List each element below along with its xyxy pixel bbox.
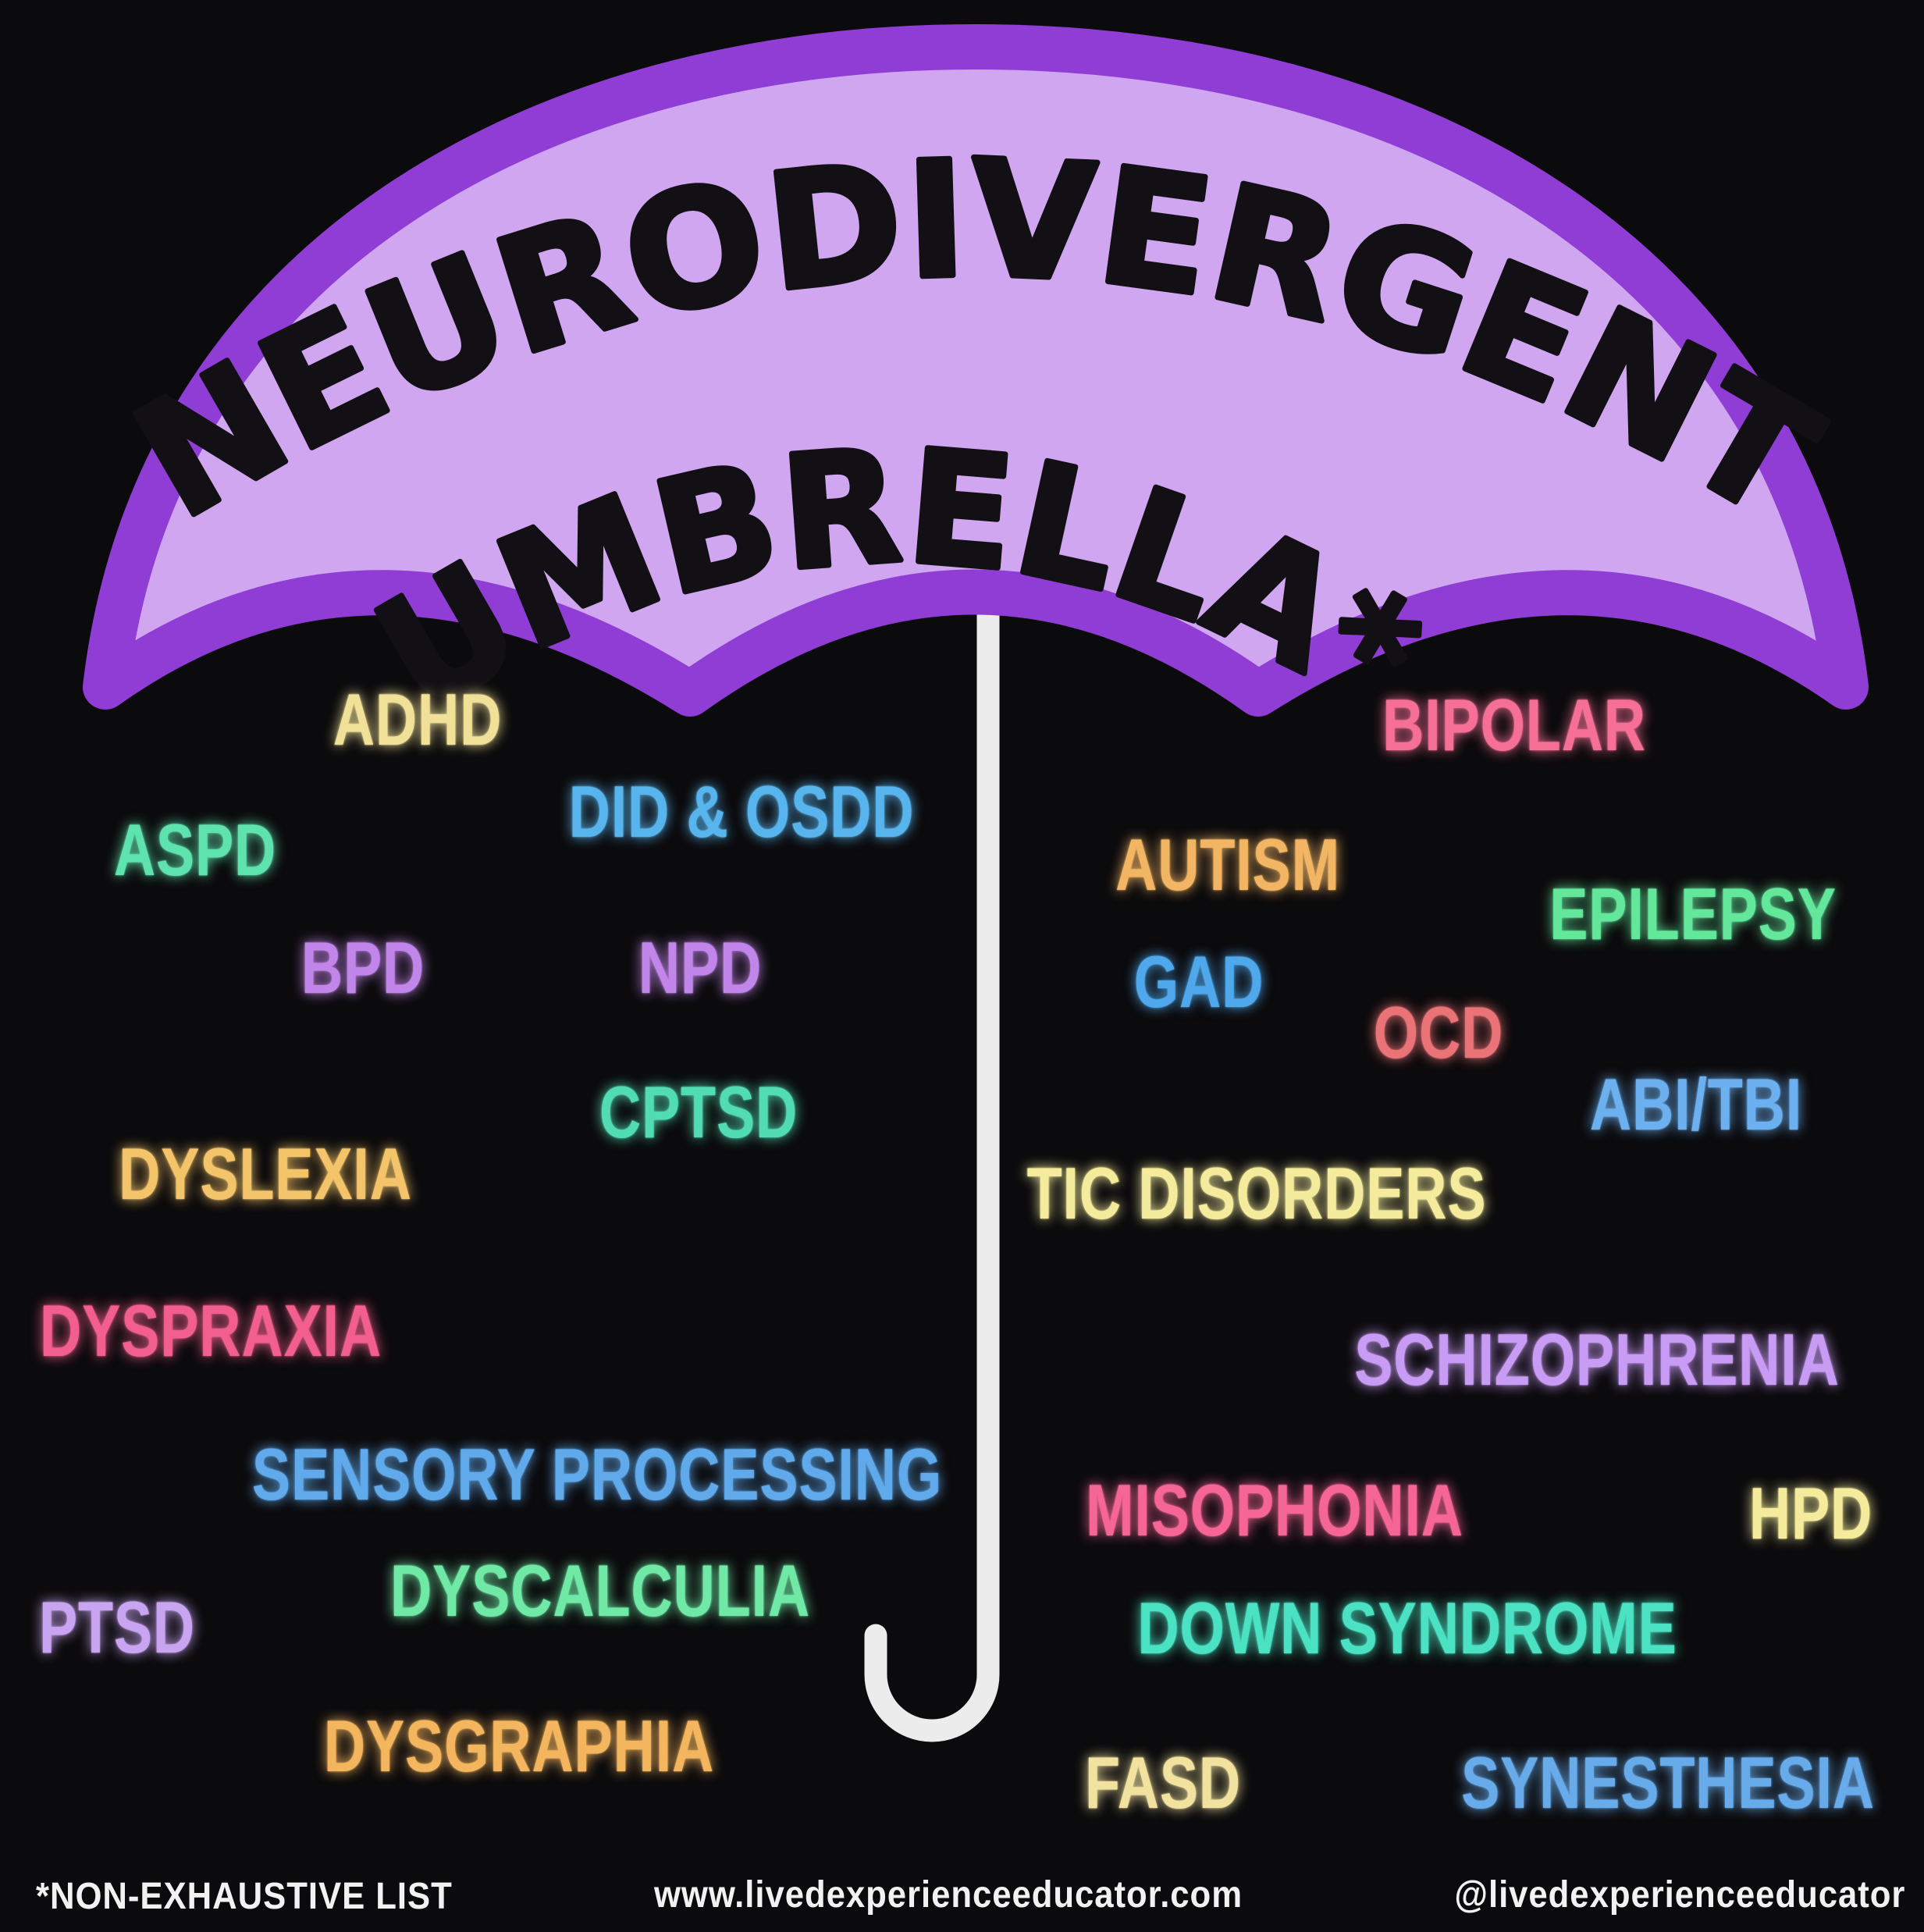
footer-social-handle[interactable]: @livedexperienceeducator: [1454, 1872, 1905, 1916]
umbrella-shaft: [864, 566, 1000, 1742]
footer-disclaimer: *NON-EXHAUSTIVE LIST: [36, 1873, 453, 1917]
term-label: EPILEPSY: [1549, 874, 1837, 955]
footer-website-link[interactable]: www.livedexperienceeducator.com: [653, 1872, 1243, 1916]
term-label: DYSLEXIA: [119, 1134, 412, 1215]
term-label: PTSD: [38, 1588, 196, 1669]
term-label: BIPOLAR: [1382, 685, 1646, 767]
term-label: SYNESTHESIA: [1461, 1743, 1875, 1824]
term-label: DOWN SYNDROME: [1137, 1589, 1677, 1670]
term-label: TIC DISORDERS: [1026, 1154, 1487, 1235]
term-label: DYSCALCULIA: [390, 1551, 810, 1632]
term-label: SENSORY PROCESSING: [251, 1435, 943, 1516]
term-label: DYSGRAPHIA: [323, 1706, 715, 1788]
term-label: NPD: [638, 928, 763, 1009]
term-label: ADHD: [333, 680, 503, 761]
umbrella-canopy: [83, 24, 1869, 717]
term-label: SCHIZOPHRENIA: [1354, 1320, 1840, 1401]
term-label: OCD: [1373, 993, 1504, 1074]
term-label: ASPD: [113, 810, 277, 891]
term-label: MISOPHONIA: [1086, 1471, 1463, 1552]
term-label: DID & OSDD: [568, 772, 915, 853]
term-label: AUTISM: [1115, 825, 1340, 906]
term-label: GAD: [1133, 942, 1264, 1023]
term-label: ABI/TBI: [1589, 1065, 1803, 1146]
term-label: BPD: [301, 928, 425, 1009]
term-label: HPD: [1748, 1474, 1873, 1555]
term-label: DYSPRAXIA: [40, 1291, 382, 1372]
term-label: FASD: [1084, 1743, 1242, 1824]
term-label: CPTSD: [599, 1073, 798, 1154]
